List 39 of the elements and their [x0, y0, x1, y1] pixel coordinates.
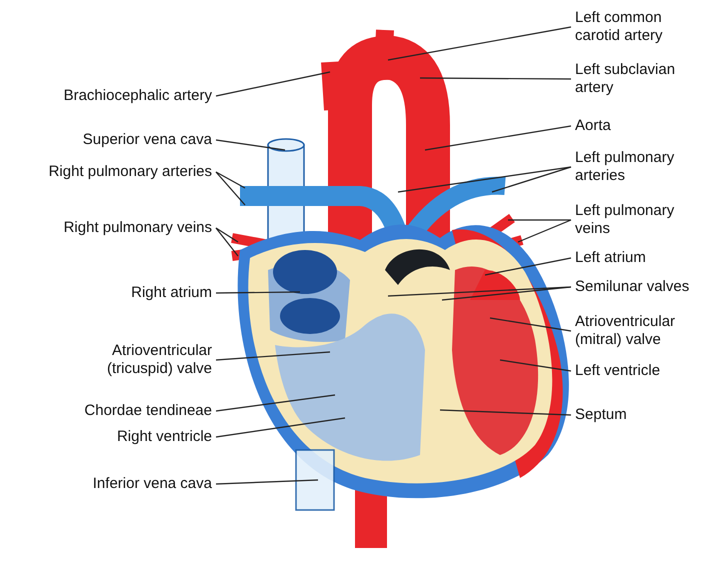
leader-line — [216, 228, 238, 242]
part-label: Right atrium — [131, 284, 212, 302]
leader-line — [388, 26, 572, 61]
leader-line — [492, 166, 572, 193]
part-label: Semilunar valves — [575, 278, 690, 296]
leader-line — [216, 228, 238, 256]
leader-line — [216, 394, 336, 412]
part-label: Left pulmonary arteries — [575, 149, 710, 185]
part-label: Left atrium — [575, 249, 646, 267]
part-label: Brachiocephalic artery — [64, 87, 212, 105]
leader-line — [484, 257, 572, 276]
part-label: Inferior vena cava — [92, 475, 212, 493]
part-label: Septum — [575, 406, 627, 424]
leader-line — [216, 291, 300, 294]
part-label: Aorta — [575, 117, 611, 135]
leader-line — [420, 77, 571, 80]
part-label: Right pulmonary arteries — [48, 163, 212, 181]
leader-line — [508, 219, 571, 221]
part-label: Left common carotid artery — [575, 9, 710, 45]
part-label: Right ventricle — [116, 428, 212, 446]
leader-line — [518, 219, 572, 243]
part-label: Left ventricle — [575, 362, 660, 380]
leader-line — [398, 166, 572, 193]
leader-line — [216, 171, 246, 189]
part-label: Left pulmonary veins — [575, 202, 710, 238]
leader-line — [216, 172, 246, 206]
part-label: Chordae tendineae — [84, 402, 212, 420]
leader-line — [216, 417, 346, 438]
leader-line — [216, 351, 330, 361]
part-label: Superior vena cava — [82, 131, 212, 149]
leader-line — [216, 71, 330, 97]
part-label: Right pulmonary veins — [64, 219, 212, 237]
leader-line — [216, 479, 318, 485]
leader-line — [424, 125, 572, 151]
leader-line — [442, 286, 572, 301]
part-label: Left subclavian artery — [575, 61, 710, 97]
part-label: Atrioventricular (tricuspid) valve — [77, 342, 212, 378]
leader-line — [216, 139, 286, 151]
part-label: Atrioventricular (mitral) valve — [575, 313, 715, 349]
